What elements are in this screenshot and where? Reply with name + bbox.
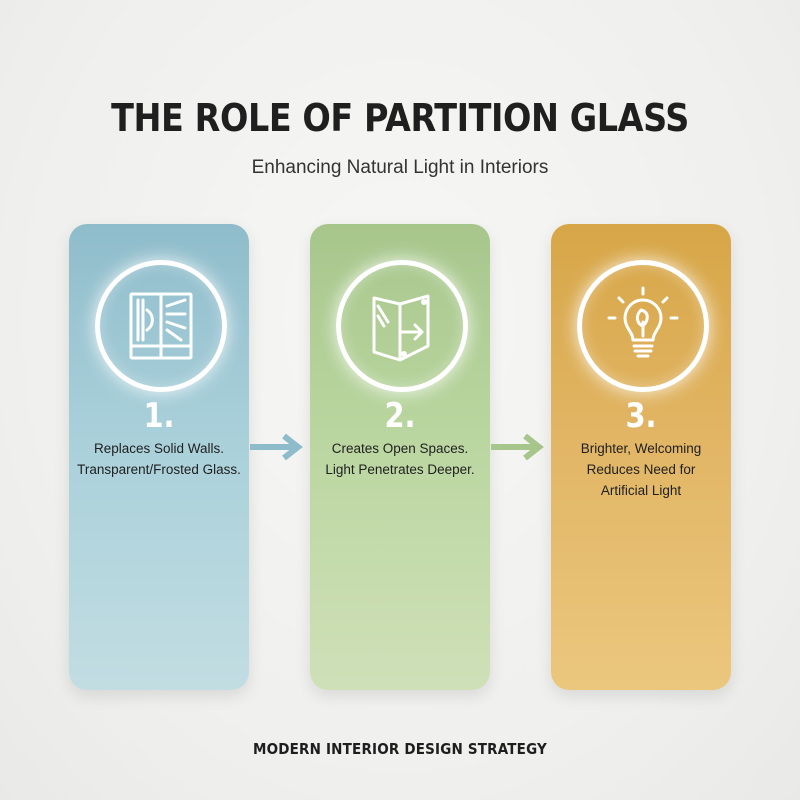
page-title: THE ROLE OF PARTITION GLASS [111,96,689,140]
page-subtitle: Enhancing Natural Light in Interiors [251,157,549,178]
step-description-line: Light Penetrates Deeper. [325,462,475,477]
step-description: Replaces Solid Walls. Transparent/Froste… [77,438,241,480]
arrow-right-icon [250,433,303,461]
step-card-1: 1. Replaces Solid Walls. Transparent/Fro… [69,224,249,690]
step-1-icon-ring [95,260,227,392]
step-2-icon-ring [336,260,468,392]
step-number: 3. [625,396,657,436]
footer-tagline: MODERN INTERIOR DESIGN STRATEGY [252,740,548,758]
lightbulb-leaf-icon [607,286,679,358]
arrow-right-icon [491,433,544,461]
step-card-3: 3. Brighter, Welcoming Reduces Need for … [551,224,731,690]
step-description-line: Artificial Light [600,483,682,498]
step-description: Creates Open Spaces. Light Penetrates De… [318,438,482,480]
step-description-line: Brighter, Welcoming [580,441,702,456]
step-description: Brighter, Welcoming Reduces Need for Art… [559,438,723,501]
sunlit-window-icon [129,292,193,360]
step-description-line: Creates Open Spaces. [331,441,469,456]
glass-panel-arrow-icon [372,294,430,362]
step-description-line: Replaces Solid Walls. [93,441,225,456]
step-3-icon-ring [577,260,709,392]
step-description-line: Transparent/Frosted Glass. [77,462,241,477]
step-number: 1. [143,396,175,436]
step-number: 2. [384,396,416,436]
step-description-line: Reduces Need for [586,462,696,477]
step-card-2: 2. Creates Open Spaces. Light Penetrates… [310,224,490,690]
